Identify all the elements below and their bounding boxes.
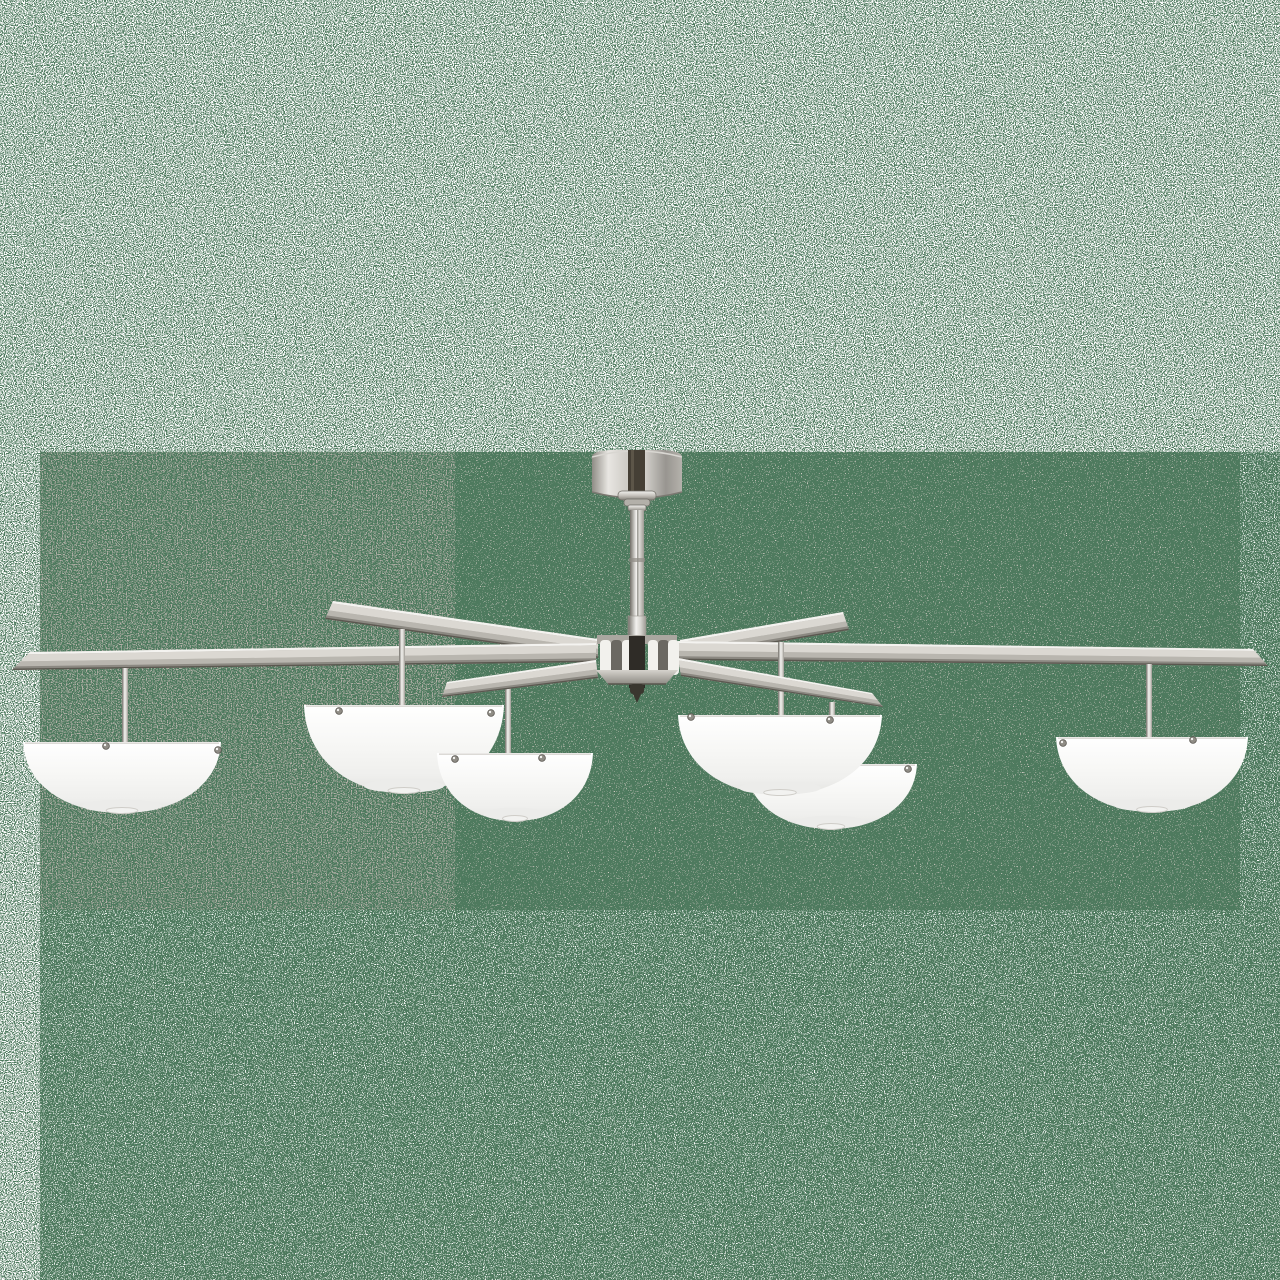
- bowl-bottom-shade: [483, 807, 547, 821]
- bowl-bottom-shade: [796, 815, 866, 829]
- hub-facet: [600, 640, 611, 675]
- ceiling-canopy: [591, 450, 683, 512]
- bowl-finial-disc: [1136, 806, 1168, 813]
- glass-bowl-3: [437, 753, 593, 822]
- rim-knob: [335, 707, 343, 715]
- arm-beam-right: [678, 641, 1268, 666]
- arm-blade-down-left: [442, 660, 598, 697]
- rim-knob: [102, 742, 110, 750]
- rim-knob: [487, 709, 495, 717]
- hub-facet: [658, 640, 669, 675]
- bowl-glass: [1056, 737, 1248, 812]
- background-noise-mid-left: [40, 452, 455, 910]
- glass-bowl-4: [678, 713, 882, 796]
- rim-knob: [1189, 736, 1197, 744]
- rim-knob: [451, 755, 459, 763]
- hub-skirt: [596, 670, 678, 684]
- bowl-bottom-shade: [364, 779, 444, 793]
- drop-rod-6: [1146, 664, 1152, 739]
- hub-finial: [630, 684, 644, 694]
- background-noise-top-band: [0, 0, 1280, 452]
- background-noise-right-edge: [1240, 452, 1280, 910]
- bowl-glass: [678, 715, 882, 795]
- bowl-finial-disc: [387, 787, 421, 794]
- bowl-glass: [437, 753, 593, 821]
- rim-knob: [687, 713, 695, 721]
- stem-ring: [629, 558, 645, 562]
- background-noise-bottom-band: [40, 910, 1280, 1280]
- bowl-bottom-shade: [82, 799, 162, 813]
- rim-knob: [1059, 739, 1067, 747]
- rim-knob: [826, 716, 834, 724]
- stem: [627, 510, 647, 643]
- bowl-finial-disc: [502, 815, 528, 822]
- glass-bowl-6: [1056, 736, 1248, 813]
- rim-knob: [904, 765, 912, 773]
- bowl-bottom-shade: [739, 781, 821, 795]
- bowl-glass: [23, 742, 221, 813]
- bowl-bottom-shade: [1113, 798, 1191, 812]
- background-noise-left-edge: [0, 452, 40, 1280]
- drop-rod-1: [122, 668, 128, 745]
- background-noise-mid-right: [455, 452, 1240, 910]
- hub-facet: [648, 640, 658, 675]
- drop-rod-2: [399, 629, 405, 707]
- arm-blade-down-right: [678, 658, 883, 707]
- hub-facet: [668, 640, 679, 675]
- arm-hub: [596, 635, 679, 703]
- canopy-slot: [628, 450, 645, 492]
- drop-rod-3: [505, 686, 511, 755]
- hub-facet: [611, 640, 622, 675]
- rim-knob: [538, 754, 546, 762]
- bowl-finial-disc: [816, 823, 846, 830]
- bowl-finial-disc: [763, 789, 797, 796]
- bowl-finial-disc: [105, 807, 139, 814]
- glass-bowl-1: [23, 742, 222, 814]
- arm-beam-left: [12, 643, 597, 670]
- rim-knob: [214, 746, 222, 754]
